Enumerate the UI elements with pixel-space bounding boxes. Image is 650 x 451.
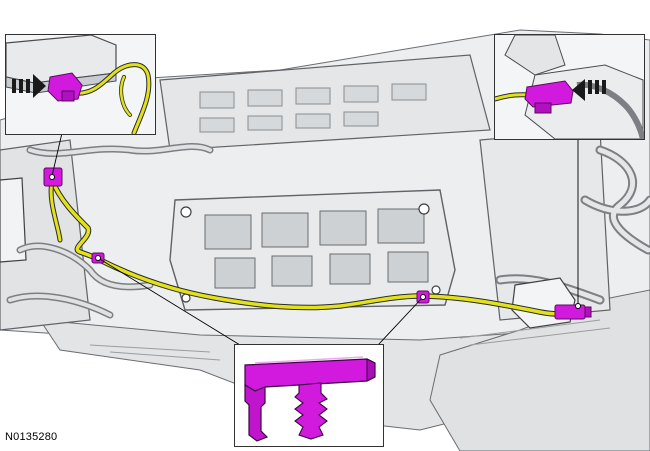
clip-inset-drawing bbox=[244, 356, 376, 442]
left-hose-bundle-highlight bbox=[8, 144, 212, 317]
inset-harness-loop-2-fill bbox=[119, 75, 132, 117]
right-connector bbox=[554, 304, 592, 320]
inset-right-connector bbox=[524, 80, 574, 114]
direction-arrow-left-icon bbox=[572, 79, 606, 101]
callout-dots bbox=[49, 174, 581, 309]
left-inset-drawing bbox=[6, 35, 152, 134]
mounting-bolts bbox=[180, 203, 441, 303]
crossmember-ribs bbox=[199, 83, 427, 133]
harness-retainer-clip bbox=[244, 356, 376, 442]
clip-barbed-post bbox=[294, 382, 328, 440]
inset-gray-cable bbox=[576, 81, 644, 139]
mounting-plate-cutouts bbox=[204, 208, 429, 289]
wiring-harness-branch-fill bbox=[49, 180, 62, 242]
callout-leader-lines bbox=[51, 132, 579, 346]
inset-bracket bbox=[504, 35, 566, 76]
wiring-harness-fill bbox=[50, 178, 580, 316]
inset-harness-loop-fill bbox=[72, 63, 151, 134]
figure-reference-code: N0135280 bbox=[5, 431, 58, 443]
right-inset-drawing bbox=[495, 35, 644, 139]
harness-clip-detail-inset bbox=[234, 344, 384, 447]
inset-left-connector bbox=[47, 72, 83, 102]
left-connector-detail-inset bbox=[5, 34, 156, 135]
right-connector-detail-inset bbox=[494, 34, 645, 140]
direction-arrow-right-icon bbox=[12, 74, 46, 98]
skid-plate-ribs bbox=[89, 319, 611, 361]
left-bracket bbox=[0, 177, 27, 263]
center-mounting-plate bbox=[169, 189, 456, 311]
